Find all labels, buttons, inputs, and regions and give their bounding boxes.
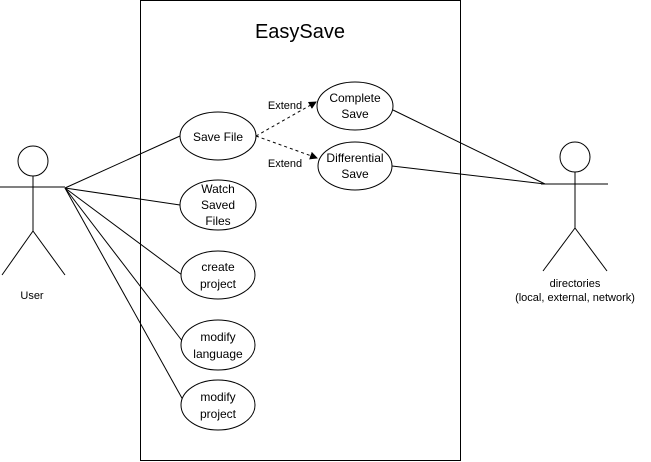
use-case-watch-saved-files-line-2: Saved [201, 198, 235, 212]
system-boundary [140, 0, 461, 461]
use-case-watch-saved-files-line-1: Watch [201, 182, 235, 196]
actor-directories-label-line-1: directories [550, 278, 601, 290]
use-case-save-file: Save File [179, 111, 257, 161]
use-case-save-file-ellipse [179, 111, 257, 161]
use-case-complete-save-ellipse [316, 81, 394, 131]
actor-directories-right-leg [574, 227, 608, 272]
use-case-complete-save-line-2: Save [341, 107, 369, 121]
actor-user-head [17, 145, 49, 177]
use-case-modify-project-ellipse [180, 379, 256, 431]
use-case-differential-save-line-2: Save [341, 167, 369, 181]
association-user-save-file [64, 135, 181, 189]
use-case-watch-saved-files-line-3: Files [205, 214, 230, 228]
use-case-create-project: create project [180, 250, 256, 300]
association-user-create-project [64, 187, 183, 276]
association-directories-complete-save [392, 109, 546, 185]
user-associations [64, 135, 184, 401]
extend-label-differential: Extend [268, 158, 302, 170]
use-case-modify-project-line-2: project [200, 407, 237, 421]
use-case-create-project-line-2: project [200, 277, 237, 291]
actor-user-label: User [20, 290, 44, 302]
association-user-modify-project [64, 187, 184, 401]
extend-relations: Extend Extend [255, 100, 318, 170]
extend-label-complete: Extend [268, 100, 302, 112]
use-case-create-project-ellipse [180, 250, 256, 300]
association-user-watch-saved-files [64, 187, 181, 206]
use-case-differential-save: Differential Save [317, 141, 393, 191]
use-case-save-file-label: Save File [193, 130, 243, 144]
use-case-modify-language-ellipse [180, 319, 256, 371]
actor-directories-label-line-2: (local, external, network) [515, 292, 635, 304]
use-case-modify-project: modify project [180, 379, 256, 431]
actor-directories-left-leg [542, 227, 576, 272]
actor-directories-head [559, 141, 591, 173]
use-case-modify-language-line-2: language [193, 347, 243, 361]
use-case-complete-save-line-1: Complete [329, 91, 381, 105]
use-case-create-project-line-1: create [201, 260, 235, 274]
use-case-differential-save-ellipse [317, 141, 393, 191]
actor-directories: directories (local, external, network) [515, 141, 635, 304]
system-title: EasySave [255, 21, 345, 43]
extend-arrow-differential [255, 135, 318, 160]
actor-user: User [0, 145, 66, 302]
use-case-modify-language: modify language [180, 319, 256, 371]
actor-user-right-leg [32, 230, 66, 276]
use-case-differential-save-line-1: Differential [326, 151, 383, 165]
use-case-modify-project-line-1: modify [200, 390, 235, 404]
association-user-modify-language [64, 187, 184, 343]
association-directories-differential-save [391, 165, 546, 185]
actor-user-left-leg [1, 230, 34, 276]
use-case-watch-saved-files-ellipse [179, 179, 257, 231]
use-case-complete-save: Complete Save [316, 81, 394, 131]
directories-associations [391, 109, 546, 185]
use-case-modify-language-line-1: modify [200, 330, 235, 344]
use-case-watch-saved-files: Watch Saved Files [179, 179, 257, 231]
